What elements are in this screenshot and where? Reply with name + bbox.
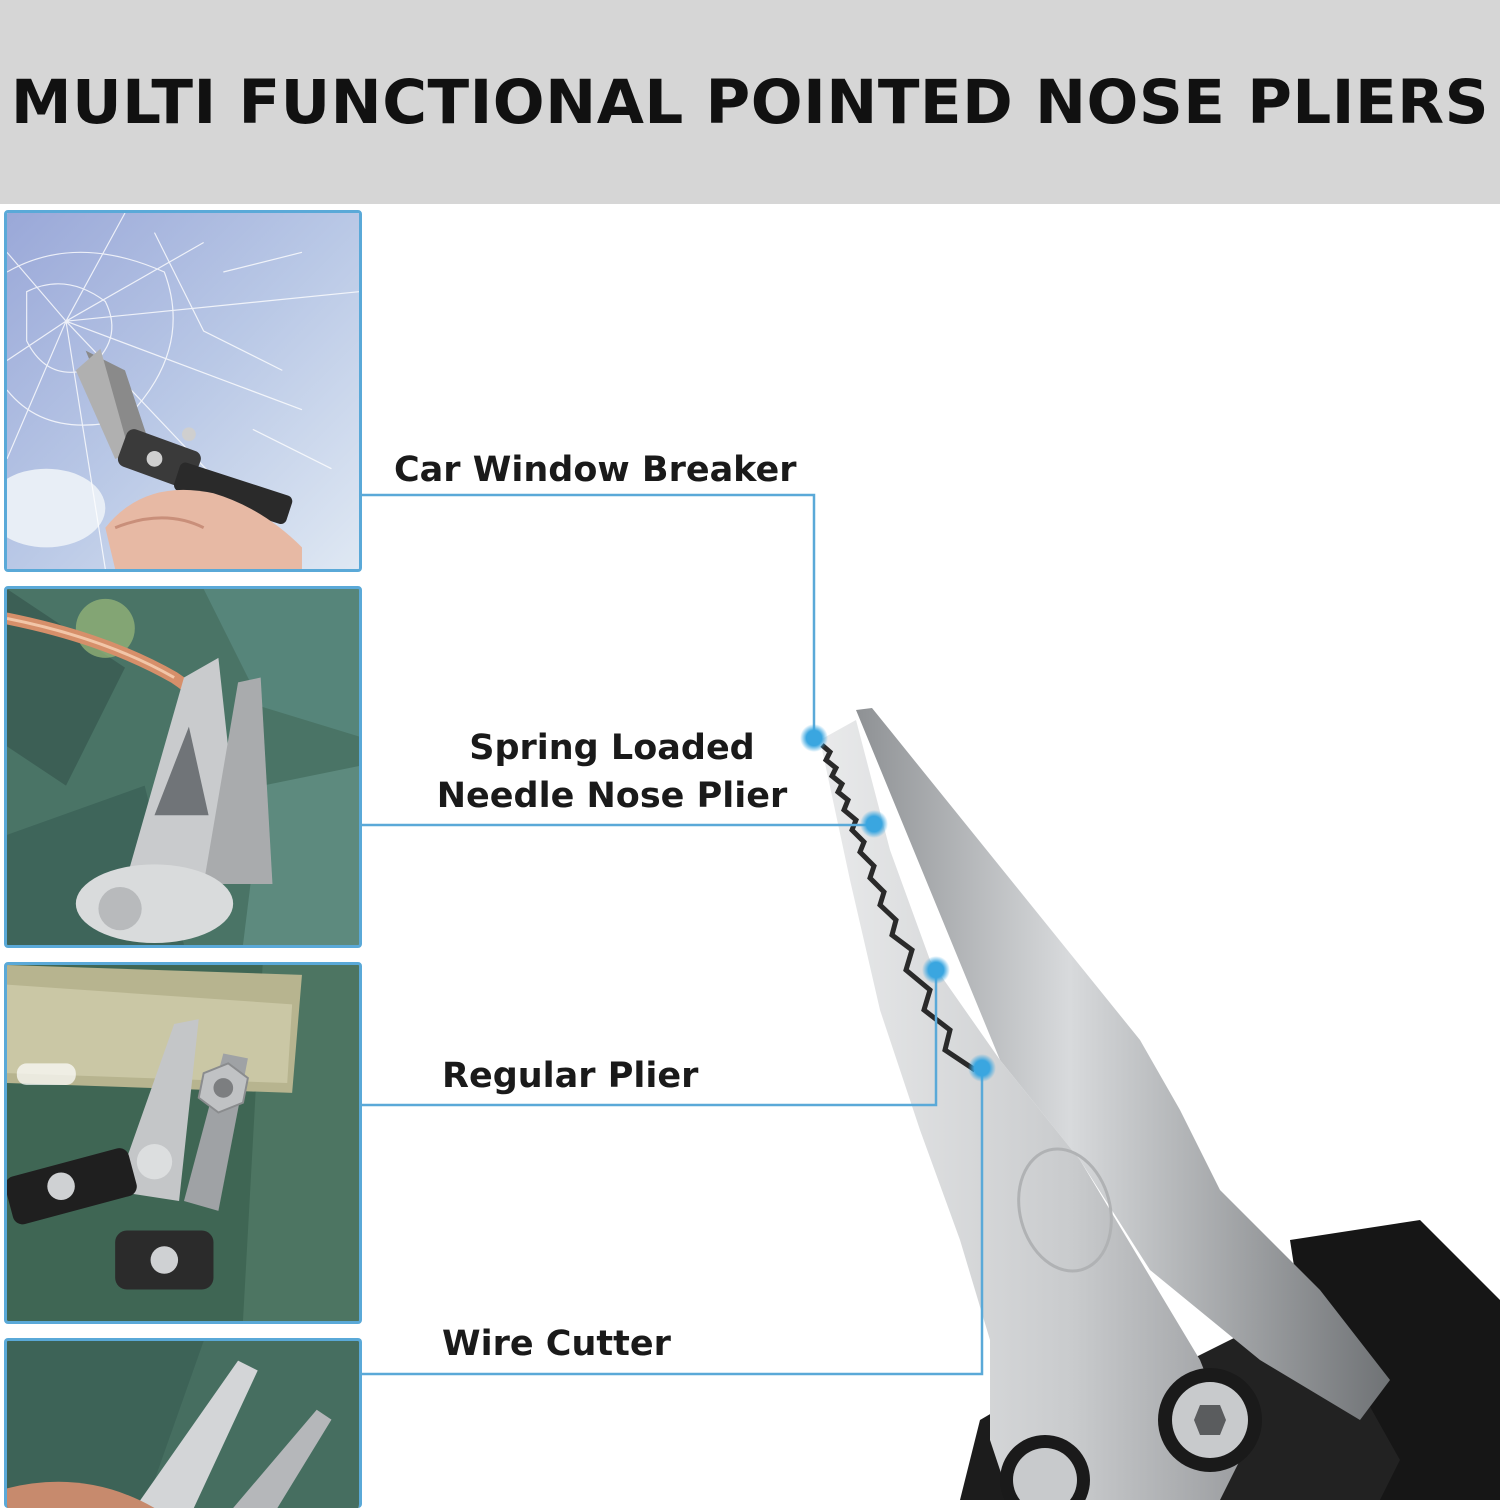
feature-label-spring-line2: Needle Nose Plier <box>436 776 788 816</box>
feature-label-regular-plier: Regular Plier <box>442 1056 699 1096</box>
feature-label-spring-loaded: Spring Loaded Needle Nose Plier <box>436 724 788 820</box>
wire-gripping-photo <box>4 586 362 948</box>
page-title: MULTI FUNCTIONAL POINTED NOSE PLIERS <box>10 66 1490 138</box>
callout-dots <box>800 724 996 1082</box>
pliers-closeup-photo <box>4 1338 362 1508</box>
feature-label-car-window-breaker: Car Window Breaker <box>394 450 797 490</box>
window-breaking-photo <box>4 210 362 572</box>
nut-gripping-photo <box>4 962 362 1324</box>
pliers-handle <box>960 1220 1500 1500</box>
pliers-right-jaw <box>856 708 1390 1420</box>
feature-label-wire-cutter: Wire Cutter <box>442 1324 671 1364</box>
feature-label-spring-line1: Spring Loaded <box>469 728 755 768</box>
pliers-left-jaw <box>820 720 1240 1500</box>
callout-lines <box>362 493 984 1376</box>
title-banner: MULTI FUNCTIONAL POINTED NOSE PLIERS <box>0 0 1500 204</box>
